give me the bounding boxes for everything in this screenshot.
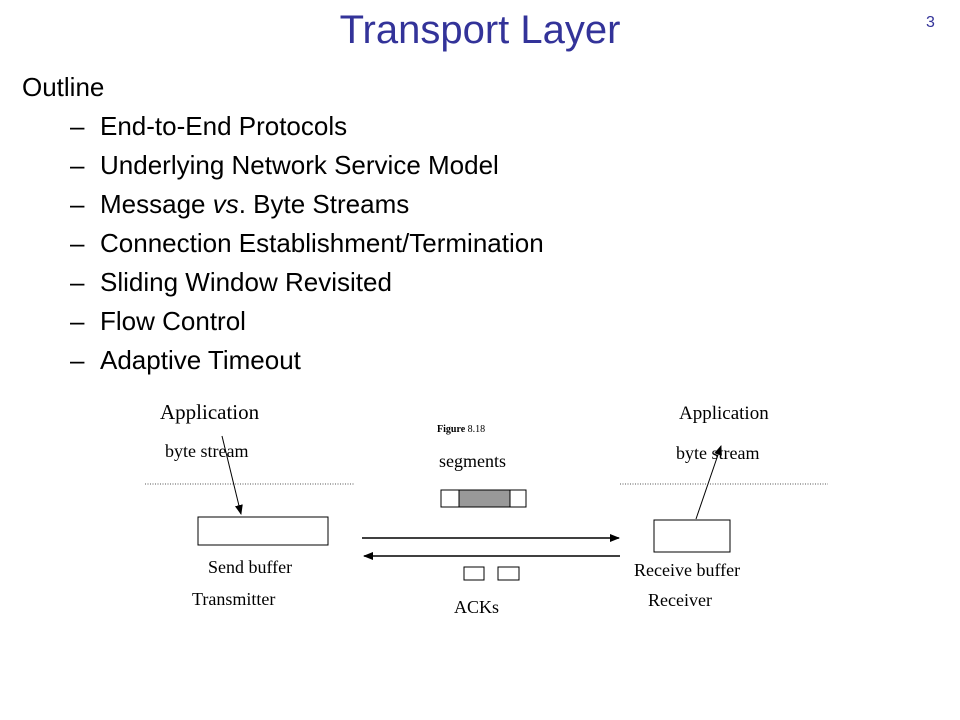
ack-packet-1 xyxy=(463,566,485,581)
outline-item-text: Underlying Network Service Model xyxy=(100,150,499,180)
bullet-dash: – xyxy=(70,306,85,336)
outline-item-text-after: . Byte Streams xyxy=(238,189,410,219)
bullet-dash: – xyxy=(70,111,85,141)
outline-item-text: Sliding Window Revisited xyxy=(100,267,392,297)
outline-item-connection: –Connection Establishment/Termination xyxy=(70,228,544,259)
slide-title: Transport Layer xyxy=(339,8,621,52)
receiver-label: Receiver xyxy=(648,590,712,610)
segment-packet-data xyxy=(458,489,511,508)
receive-buffer-label: Receive buffer xyxy=(634,560,741,580)
page-number: 3 xyxy=(926,14,935,31)
outline-item-text: Flow Control xyxy=(100,306,246,336)
outline-item-end-to-end: –End-to-End Protocols xyxy=(70,111,347,142)
segments-label: segments xyxy=(439,451,506,471)
outline-item-network-service-model: –Underlying Network Service Model xyxy=(70,150,499,181)
right-byte-stream-label: byte stream xyxy=(676,443,760,463)
outline-item-flow-control: –Flow Control xyxy=(70,306,246,337)
outline-item-adaptive-timeout: –Adaptive Timeout xyxy=(70,345,301,376)
outline-item-emphasis: vs xyxy=(212,189,239,219)
outline-item-text: Message xyxy=(100,189,213,219)
outline-item-text: Adaptive Timeout xyxy=(100,345,301,375)
bullet-dash: – xyxy=(70,267,85,297)
send-buffer-box xyxy=(197,516,329,546)
segment-packet-left xyxy=(440,489,460,508)
receive-buffer-box xyxy=(653,519,731,553)
bullet-dash: – xyxy=(70,150,85,180)
bullet-dash: – xyxy=(70,189,85,219)
left-app-arrow xyxy=(221,435,243,515)
segment-packet-right xyxy=(509,489,527,508)
outline-heading: Outline xyxy=(22,72,105,102)
ack-packet-2 xyxy=(497,566,520,581)
transmitter-label: Transmitter xyxy=(192,589,276,609)
acks-label: ACKs xyxy=(454,597,500,617)
right-app-arrow xyxy=(695,445,722,520)
figure-label: Figure 8.18 xyxy=(437,424,485,435)
figure-label-bold: Figure xyxy=(437,424,466,435)
left-application-label: Application xyxy=(160,400,260,424)
outline-item-message-vs-byte: –Message vs. Byte Streams xyxy=(70,189,409,220)
outline-item-text: Connection Establishment/Termination xyxy=(100,228,544,258)
bullet-dash: – xyxy=(70,345,85,375)
bullet-dash: – xyxy=(70,228,85,258)
outline-item-sliding-window: –Sliding Window Revisited xyxy=(70,267,392,298)
left-byte-stream-label: byte stream xyxy=(165,441,249,461)
send-buffer-label: Send buffer xyxy=(208,557,293,577)
right-application-label: Application xyxy=(679,403,769,424)
figure-label-number: 8.18 xyxy=(465,424,486,435)
outline-item-text: End-to-End Protocols xyxy=(100,111,348,141)
